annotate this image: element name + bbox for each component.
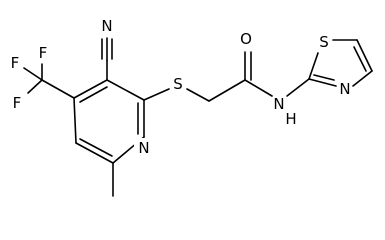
atom-n-amide: N bbox=[273, 95, 284, 113]
bond-s-ch2 bbox=[186, 88, 210, 102]
atom-o-carbonyl: O bbox=[240, 30, 252, 48]
bond-c2-s bbox=[143, 88, 170, 101]
atom-s-thiazole: S bbox=[319, 33, 329, 51]
atom-h-amide: H bbox=[285, 110, 296, 128]
pyridine-ring bbox=[73, 79, 145, 164]
bond-c6-c5-double bbox=[79, 138, 113, 157]
bond-c4-ccf3 bbox=[41, 79, 75, 99]
trifluoromethyl-group: F F F bbox=[11, 44, 75, 112]
bond-c6-c5 bbox=[75, 142, 114, 164]
pyridine-n-backdrop bbox=[134, 138, 152, 156]
bond-n3-c2-double bbox=[313, 74, 335, 81]
bond-ch2-carbonyl bbox=[208, 79, 246, 102]
nitrile-group: N bbox=[101, 17, 113, 81]
amide-group: O N H bbox=[240, 30, 310, 128]
thiazole-ring: S N bbox=[308, 33, 373, 98]
thioether-linker: S bbox=[143, 75, 246, 102]
bond-ccf3-f1 bbox=[23, 67, 43, 81]
atom-f3: F bbox=[13, 94, 22, 112]
bond-c5-c4-double bbox=[353, 46, 367, 72]
bond-n-c2-thiazole bbox=[286, 78, 310, 97]
molecule-canvas: N F F F S O N H S N bbox=[11, 17, 373, 197]
bond-c5-c4 bbox=[356, 39, 373, 72]
atom-n-thiazole: N bbox=[339, 80, 350, 98]
bond-ccf3-f3 bbox=[27, 79, 43, 94]
bond-c3-c2 bbox=[106, 79, 145, 101]
atom-f1: F bbox=[11, 54, 20, 72]
bond-c2-s1 bbox=[308, 52, 319, 80]
bond-c-n-amide bbox=[244, 79, 273, 97]
bond-n3-c2 bbox=[308, 78, 337, 87]
bond-c4-c3 bbox=[73, 79, 108, 99]
atom-n-pyridine: N bbox=[138, 139, 149, 157]
atom-f2: F bbox=[39, 44, 48, 62]
bond-c5-c4 bbox=[73, 97, 77, 144]
atom-s-thioether: S bbox=[173, 75, 183, 93]
bond-c4-n3 bbox=[352, 70, 373, 87]
structure-diagram: N F F F S O N H S N bbox=[11, 17, 373, 197]
atom-n-nitrile: N bbox=[101, 17, 112, 35]
bond-c4-c3-double bbox=[79, 86, 108, 103]
